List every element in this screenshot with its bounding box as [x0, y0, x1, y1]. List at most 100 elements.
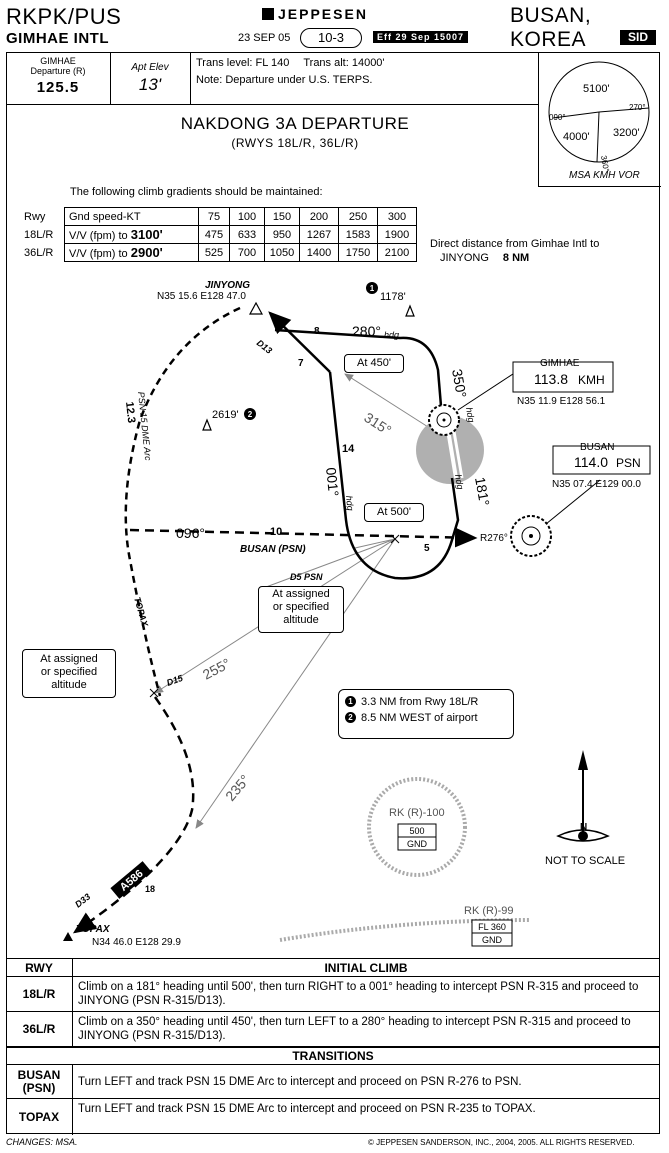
busan-transition-text: Turn LEFT and track PSN 15 DME Arc to in…: [78, 1076, 522, 1088]
note-2-text: 8.5 NM WEST of airport: [361, 712, 478, 724]
busan-vor-coords: N35 07.4 E129 00.0: [552, 479, 641, 490]
hdg-label: hdg: [384, 330, 399, 340]
direct-distance-note: Direct distance from Gimhae Intl to JINY…: [430, 237, 599, 265]
obstacle-1178: 1178': [380, 291, 406, 303]
vv-cell: 1750: [338, 243, 378, 262]
topax-coords: N34 46.0 E128 29.9: [92, 937, 181, 948]
note-1-marker: [366, 282, 378, 294]
speed-cell: 150: [264, 207, 300, 226]
callout-line: or specified: [272, 601, 330, 613]
direct-distance-line: Direct distance from Gimhae Intl to: [430, 238, 600, 250]
terps-note: Note: Departure under U.S. TERPS.: [196, 74, 373, 86]
gimhae-vor-ident: KMH: [578, 373, 605, 387]
busan-vor-name: BUSAN: [580, 442, 614, 453]
d15-label: D15: [165, 672, 185, 687]
not-to-scale-label: NOT TO SCALE: [545, 855, 625, 867]
seg-5: 5: [424, 543, 430, 554]
city-name: BUSAN, KOREA: [510, 4, 592, 51]
seg-14: 14: [342, 443, 355, 455]
seg-18: 18: [145, 884, 155, 894]
direct-distance-value: 8 NM: [502, 252, 530, 264]
north-arrow-head-icon: [578, 750, 588, 770]
procedure-runways: (RWYS 18L/R, 36L/R): [231, 136, 359, 150]
direct-distance-fix: JINYONG: [440, 252, 489, 264]
logo-text: JEPPESEN: [278, 6, 368, 22]
topax-label: TOPAX: [76, 924, 111, 935]
d5-psn-label: D5 PSN: [290, 572, 323, 582]
busan-transition: [129, 527, 478, 548]
busan-transition-cell: BUSAN(PSN): [6, 1065, 73, 1099]
table-row: 18L/R V/V (fpm) to 3100' 475 633 950 126…: [20, 225, 417, 244]
msa-label: MSA KMH VOR: [569, 170, 640, 181]
hdg-350-label: 350°: [449, 368, 470, 399]
msa-sector-line: [598, 107, 650, 113]
note-2-icon: 2: [345, 712, 356, 723]
note-1-marker-num: 1: [370, 284, 375, 293]
rwy36-route: [274, 328, 444, 419]
msa-brg-360: 360°: [599, 155, 611, 173]
vv-cell: 2100: [377, 243, 417, 262]
table-header-row: Rwy Gnd speed-KT 75 100 150 200 250 300: [20, 207, 417, 226]
seg-10: 10: [270, 526, 282, 538]
airport-ident: RKPK/PUS: [6, 4, 122, 29]
airport-name: GIMHAE INTL: [6, 30, 109, 47]
at-450-callout: At 450': [344, 354, 404, 373]
chart-type-badge: SID: [620, 30, 657, 45]
msa-brg-270: 270°: [629, 103, 646, 112]
effective-date: Eff 29 Sep 15007: [373, 31, 469, 43]
assigned-altitude-callout-2: At assigned or specified altitude: [22, 649, 116, 698]
busan-vor-ident: PSN: [616, 456, 641, 470]
gimhae-leader: [457, 371, 517, 411]
r100-name: RK (R)-100: [389, 807, 445, 819]
busan-psn-route-label: BUSAN (PSN): [240, 544, 306, 555]
procedure-title: NAKDONG 3A DEPARTURE: [180, 114, 410, 133]
elevation-value: 13': [138, 75, 162, 94]
radial-235-label: 235°: [222, 771, 253, 803]
radial-235-line: [195, 538, 396, 829]
table-row: TOPAX Turn LEFT and track PSN 15 DME Arc…: [6, 1098, 660, 1135]
vv-cell: 1400: [299, 243, 339, 262]
procedure-text-table: RWY INITIAL CLIMB 18L/R Climb on a 181° …: [6, 958, 660, 1135]
table-row: 18L/R Climb on a 181° heading until 500'…: [6, 976, 660, 1012]
climb-gradient-note: The following climb gradients should be …: [70, 186, 323, 198]
note-2-marker: [244, 408, 256, 420]
trans-name-line: (PSN): [22, 1081, 56, 1095]
jinyong-dme: D13: [255, 338, 274, 356]
r99-name: RK (R)-99: [464, 905, 514, 917]
rwy-header: Rwy: [24, 210, 46, 223]
at-500-text: At 500': [377, 506, 411, 518]
table-row: BUSAN(PSN) Turn LEFT and track PSN 15 DM…: [6, 1064, 660, 1099]
psn-15-dme-arc: [124, 306, 241, 697]
obstacle-2619: 2619': [212, 409, 239, 421]
topax-fix-icon: [63, 932, 73, 941]
d5-psn-fix-icon: [390, 534, 400, 544]
vv-alt: 3100': [130, 227, 163, 242]
busan-vor-freq: 114.0: [574, 454, 608, 470]
busan-leader: [545, 479, 601, 525]
departure-frequency-box: GIMHAE Departure (R) 125.5: [6, 52, 111, 105]
callout-line: At assigned: [40, 653, 98, 665]
topax-dme: D33: [73, 892, 92, 910]
vv-label: V/V (fpm) to: [69, 248, 131, 260]
at-450-text: At 450': [357, 357, 391, 369]
topax-transition: [72, 696, 195, 934]
radial-276-line: [354, 538, 396, 549]
radial-315-line: [344, 373, 437, 433]
callout-line: altitude: [283, 614, 319, 626]
chart-date: 23 SEP 05: [238, 32, 291, 44]
hdg-181-hdg: hdg: [453, 474, 465, 491]
freq-label-2: Departure (R): [30, 66, 86, 76]
transitions-title: TRANSITIONS: [292, 1049, 374, 1063]
r276-label: R276°: [480, 533, 508, 544]
radial-315-label: 315°: [361, 409, 394, 438]
vv-cell: 1900: [377, 225, 417, 244]
copyright: © JEPPESEN SANDERSON, INC., 2004, 2005. …: [368, 1138, 635, 1147]
callout-line: altitude: [51, 679, 87, 691]
speed-cell: 250: [338, 207, 378, 226]
seg-7: 7: [298, 358, 304, 369]
rwy-col-header: RWY: [6, 959, 73, 977]
table-row: 36L/R V/V (fpm) to 2900' 525 700 1050 14…: [20, 243, 417, 262]
callout-line: or specified: [40, 666, 98, 678]
r100-top: 500: [409, 826, 424, 836]
changes-note: CHANGES: MSA.: [6, 1137, 78, 1147]
